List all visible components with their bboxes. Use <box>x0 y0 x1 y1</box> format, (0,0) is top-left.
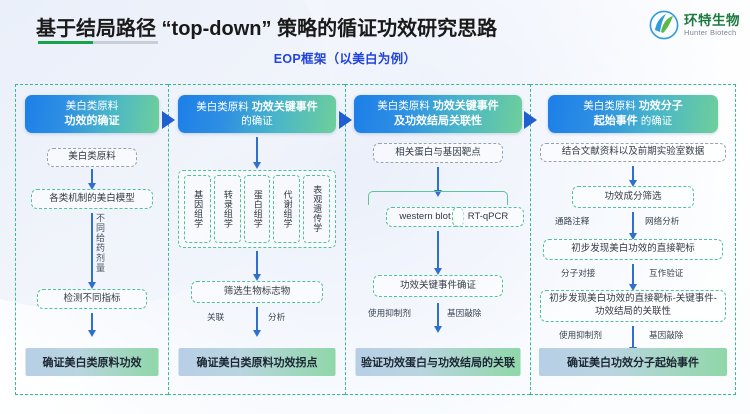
subtitle-text: EOP框架（以美白为例） <box>273 52 417 66</box>
step-box-whitening-models[interactable]: 各类机制的美白模型 <box>31 189 153 209</box>
step-box-screen-biomarkers[interactable]: 筛选生物标志物 <box>191 281 323 303</box>
logo-text-block: 环特生物 Hunter Biotech <box>684 12 740 37</box>
column-1-header-line1: 美白类原料 <box>65 99 119 112</box>
column-4-header-line1: 美白类原料 功效分子 <box>583 100 683 113</box>
arrow-2-1 <box>256 137 258 163</box>
arrow-1-1 <box>91 169 93 184</box>
arrow-4-2 <box>632 212 634 234</box>
omics-cell-genomics[interactable]: 基因组学 <box>184 175 211 243</box>
omics-cell-metabolomics[interactable]: 代谢组学 <box>273 175 301 243</box>
arrow-4-1 <box>632 166 634 181</box>
arrow-label-molecular-docking: 分子对接 <box>561 268 596 278</box>
step-box-literature-lab-data[interactable]: 结合文献资料以及前期实验室数据 <box>540 143 726 162</box>
company-logo: 环特生物 Hunter Biotech <box>649 10 740 40</box>
chevron-right-icon-1 <box>162 111 175 129</box>
method-box-western-blot[interactable]: western blot <box>386 207 464 227</box>
arrow-label-gene-knockout-2: 基因敲除 <box>649 330 684 340</box>
arrow-label-network-analysis: 网络分析 <box>645 216 680 226</box>
column-4-header-line2: 起始事件 的确证 <box>593 115 673 127</box>
step-box-key-event-confirmation[interactable]: 功效关键事件确证 <box>373 275 503 297</box>
omics-label-epigenetics: 表观遗传学 <box>312 185 323 233</box>
method-box-rt-qpcr[interactable]: RT-qPCR <box>452 207 524 227</box>
result-box-column-2[interactable]: 确证美白类原料功效拐点 <box>178 348 336 376</box>
arrow-label-gene-knockout: 基因敲除 <box>447 308 482 318</box>
column-4-header: 美白类原料 功效分子 起始事件 的确证 <box>548 95 718 133</box>
arrow-label-analysis: 分析 <box>268 312 286 322</box>
title-accent-rule <box>38 41 158 44</box>
column-2-header-line2: 的确证 <box>241 114 273 127</box>
result-box-column-4[interactable]: 确证美白功效分子起始事件 <box>539 348 727 376</box>
flow-column-3: 美白类原料 功效关键事件 及功效结局关联性 相关蛋白与基因靶点 western … <box>345 84 537 395</box>
omics-cell-proteomics[interactable]: 蛋白组学 <box>243 175 271 243</box>
arrow-1-3 <box>91 313 93 331</box>
omics-cell-transcriptomics[interactable]: 转录组学 <box>213 175 241 243</box>
logo-name-en: Hunter Biotech <box>684 28 737 37</box>
arrow-4-3 <box>632 264 634 285</box>
flow-column-2: 美白类原料 功效关键事件 的确证 基因组学 转录组学 蛋白组学 代谢组学 表观遗… <box>168 84 352 395</box>
arrow-3-3 <box>437 303 439 327</box>
column-1-header-line2: 功效的确证 <box>64 114 120 127</box>
arrow-label-association: 关联 <box>207 312 225 322</box>
split-bracket <box>368 191 508 205</box>
page-title: 基于结局路径 “top-down” 策略的循证功效研究思路 <box>36 18 498 40</box>
arrow-2-3 <box>256 307 258 331</box>
step-box-detect-indicators[interactable]: 检测不同指标 <box>37 289 147 309</box>
omics-label-proteomics: 蛋白组学 <box>252 190 263 228</box>
column-3-header-line1: 美白类原料 功效关键事件 <box>377 100 499 113</box>
omics-label-transcriptomics: 转录组学 <box>222 190 233 228</box>
arrow-2-2 <box>256 251 258 275</box>
eop-framework-flowchart: 美白类原料 功效的确证 美白类原料 各类机制的美白模型 不同给药剂量 检测不同指… <box>15 84 736 395</box>
omics-label-genomics: 基因组学 <box>193 190 204 228</box>
step-box-raw-material[interactable]: 美白类原料 <box>47 148 137 167</box>
logo-name-cn: 环特生物 <box>684 12 740 28</box>
arrow-label-dosage: 不同给药剂量 <box>95 213 105 273</box>
step-box-direct-target-found[interactable]: 初步发现美白功效的直接靶标 <box>543 239 723 260</box>
column-3-header-line2: 及功效结局关联性 <box>394 115 482 127</box>
page-subtitle: EOP框架（以美白为例） <box>0 48 750 67</box>
arrow-1-2 <box>91 213 93 283</box>
result-box-column-3[interactable]: 验证功效蛋白与功效结局的关联 <box>355 348 521 376</box>
chevron-right-icon-2 <box>339 111 352 129</box>
omics-cell-epigenetics[interactable]: 表观遗传学 <box>303 175 330 243</box>
arrow-4-4 <box>632 326 634 348</box>
chevron-right-icon-3 <box>524 111 537 129</box>
step-box-target-keyevent-outcome-link[interactable]: 初步发现美白功效的直接靶标-关键事件-功效结局的关联性 <box>540 290 726 322</box>
arrow-label-interaction-validation: 互作验证 <box>649 268 684 278</box>
arrow-3-2 <box>437 231 439 269</box>
column-2-header: 美白类原料 功效关键事件 的确证 <box>178 95 336 133</box>
result-box-column-1[interactable]: 确证美白类原料功效 <box>25 348 159 376</box>
step-box-proteins-gene-targets[interactable]: 相关蛋白与基因靶点 <box>373 143 503 163</box>
arrow-label-pathway-annotation: 通路注释 <box>555 216 590 226</box>
column-2-header-line1: 美白类原料 功效关键事件 <box>196 100 318 113</box>
omics-group: 基因组学 转录组学 蛋白组学 代谢组学 表观遗传学 <box>178 170 336 248</box>
arrow-3-1 <box>437 167 439 191</box>
arrow-label-inhibitor-2: 使用抑制剂 <box>559 330 602 340</box>
leaf-logo-icon <box>649 10 679 40</box>
column-1-header: 美白类原料 功效的确证 <box>25 95 159 133</box>
step-box-efficacy-component-screen[interactable]: 功效成分筛选 <box>572 186 694 208</box>
flow-column-1: 美白类原料 功效的确证 美白类原料 各类机制的美白模型 不同给药剂量 检测不同指… <box>15 84 175 395</box>
omics-label-metabolomics: 代谢组学 <box>282 190 293 228</box>
flow-column-4: 美白类原料 功效分子 起始事件 的确证 结合文献资料以及前期实验室数据 功效成分… <box>530 84 736 395</box>
arrow-label-inhibitor: 使用抑制剂 <box>368 308 411 318</box>
column-3-header: 美白类原料 功效关键事件 及功效结局关联性 <box>354 95 522 133</box>
